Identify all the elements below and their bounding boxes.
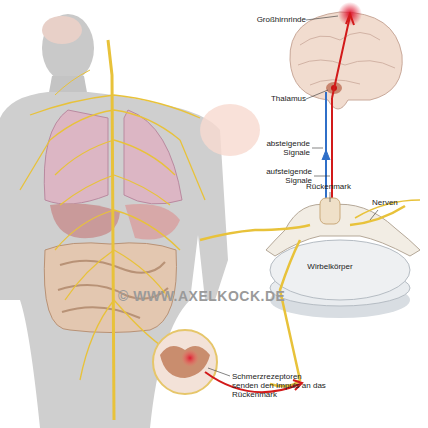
cortex-label: Großhirnrinde [252, 15, 306, 24]
receptor-note: Schmerzrezeptoren senden den Impuls an d… [232, 372, 330, 399]
brain [290, 2, 402, 109]
nerves-label: Nerven [372, 198, 412, 207]
vertebra-label: Wirbelkörper [300, 262, 360, 271]
descending-label: absteigende Signale [262, 139, 310, 157]
ascending-label: aufsteigende Signale [262, 167, 312, 185]
ascending-signal [332, 16, 350, 210]
leader-lines [208, 16, 378, 376]
body-figure [0, 14, 260, 428]
spinal-cord-label: Rückenmark [306, 182, 358, 191]
watermark: © WWW.AXELKOCK.DE [118, 288, 288, 304]
thalamus-label: Thalamus [266, 94, 306, 103]
